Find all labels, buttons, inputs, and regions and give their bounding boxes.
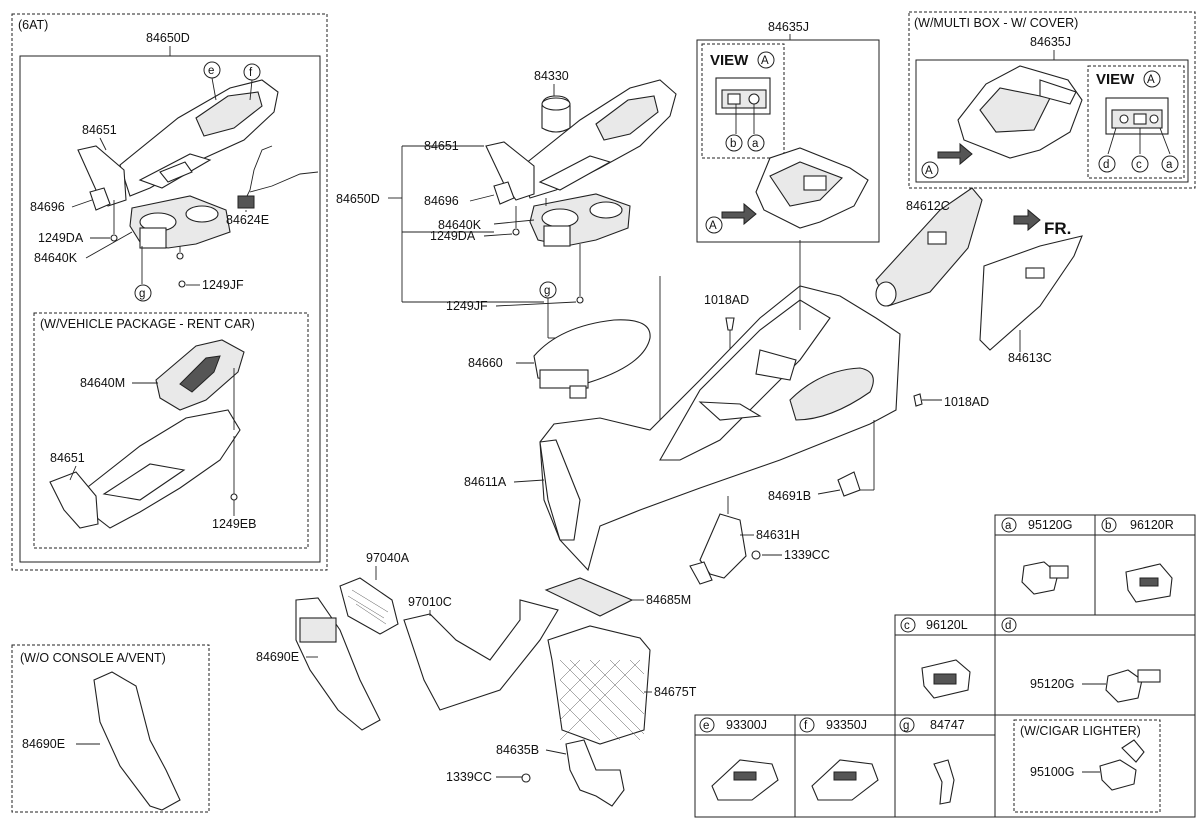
label-84624E-6at: 84624E (226, 213, 269, 227)
view-letter-multi: A (1147, 74, 1155, 86)
label-84650D-main: 84650D (336, 192, 380, 206)
callout-a-view: a (752, 138, 759, 150)
legend-part-d: 95120G (1030, 677, 1074, 691)
legend-key-f: f (804, 720, 808, 732)
legend-part-a: 95120G (1028, 518, 1072, 532)
label-84640M: 84640M (80, 376, 125, 390)
callout-e-6at: e (208, 65, 214, 77)
box-rent-car-title: (W/VEHICLE PACKAGE - RENT CAR) (40, 317, 255, 331)
view-title-main: VIEW (710, 52, 749, 69)
label-84330: 84330 (534, 69, 569, 83)
legend-part-e: 93300J (726, 718, 767, 732)
arrow-letter-main: A (709, 220, 717, 232)
legend-key-d: d (1005, 620, 1011, 632)
label-84640K-6at: 84640K (34, 251, 78, 265)
label-84651-rent: 84651 (50, 451, 85, 465)
label-84691B: 84691B (768, 489, 811, 503)
box-view-a: 84635J VIEW A b a A (696, 20, 880, 243)
box-multi-box-title: (W/MULTI BOX - W/ COVER) (914, 16, 1078, 30)
side-panel-84612C (875, 187, 983, 307)
legend-key-b: b (1105, 520, 1111, 532)
label-84635J-main: 84635J (768, 20, 809, 34)
label-1018AD-top: 1018AD (704, 293, 749, 307)
callout-c-multi: c (1136, 159, 1142, 171)
legend-part-b: 96120R (1130, 518, 1174, 532)
label-84635J-multi: 84635J (1030, 35, 1071, 49)
label-97010C: 97010C (408, 595, 452, 609)
box-multi-box: (W/MULTI BOX - W/ COVER) 84635J VIEW A d… (908, 11, 1196, 189)
label-84635B: 84635B (496, 743, 539, 757)
label-1339CC-b: 1339CC (446, 770, 492, 784)
callout-d-multi: d (1103, 159, 1109, 171)
label-1249JF-6at: 1249JF (202, 278, 244, 292)
legend-part-g: 84747 (930, 718, 965, 732)
label-1249EB: 1249EB (212, 517, 256, 531)
pad-84685M (544, 577, 634, 617)
legend-table: a 95120G b 96120R c 96120L d 95120G e 93… (694, 514, 1196, 818)
legend-key-c: c (904, 620, 910, 632)
callout-f-6at: f (249, 67, 253, 79)
box-no-vent: (W/O CONSOLE A/VENT) 84690E (11, 644, 210, 813)
label-1249DA-6at: 1249DA (38, 231, 84, 245)
label-84690E-main: 84690E (256, 650, 299, 664)
legend-sub-title: (W/CIGAR LIGHTER) (1020, 724, 1141, 738)
callout-g-main: g (544, 285, 550, 297)
side-cover-84613C (979, 235, 1083, 351)
armrest-lid (533, 319, 651, 385)
label-84612C: 84612C (906, 199, 950, 213)
box-6at: (6AT) 84650D 84651 84696 1249DA (11, 13, 328, 571)
label-84690E-novent: 84690E (22, 737, 65, 751)
label-84651-6at: 84651 (82, 123, 117, 137)
view-letter-main: A (761, 55, 769, 67)
label-84640K-main: 84640K (438, 218, 482, 232)
label-97040A: 97040A (366, 551, 410, 565)
bracket-84635B (565, 739, 625, 807)
box-6at-title: (6AT) (18, 18, 48, 32)
label-1249DA-main: 1249DA (430, 229, 476, 243)
label-84660: 84660 (468, 356, 503, 370)
label-1339CC-a: 1339CC (784, 548, 830, 562)
legend-key-g: g (903, 720, 909, 732)
view-title-multi: VIEW (1096, 71, 1135, 88)
label-84685M: 84685M (646, 593, 691, 607)
label-84696-main: 84696 (424, 194, 459, 208)
panel-84690E-novent (93, 671, 181, 811)
label-84650D-6at: 84650D (146, 31, 190, 45)
cigar-lighter-95100G (1099, 759, 1137, 791)
arrow-letter-multi: A (925, 165, 933, 177)
label-84631H: 84631H (756, 528, 800, 542)
label-84696-6at: 84696 (30, 200, 65, 214)
legend-part-c: 96120L (926, 618, 968, 632)
box-rent-car: (W/VEHICLE PACKAGE - RENT CAR) 84640M 84… (33, 312, 309, 549)
callout-b-view: b (730, 138, 736, 150)
socket-95120G-d (1105, 669, 1143, 703)
callout-g-6at: g (139, 288, 145, 300)
box-no-vent-title: (W/O CONSOLE A/VENT) (20, 651, 166, 665)
front-label: FR. (1044, 219, 1071, 238)
label-1018AD-right: 1018AD (944, 395, 989, 409)
legend-part-f: 93350J (826, 718, 867, 732)
label-1249JF-main: 1249JF (446, 299, 488, 313)
legend-key-e: e (703, 720, 709, 732)
legend-key-a: a (1005, 520, 1012, 532)
legend-part-d2: 95100G (1030, 765, 1074, 779)
bracket-84631H (699, 513, 747, 579)
main-assembly: 84330 84651 84696 84650D 1249DA 84640K (256, 69, 1083, 807)
label-84651-main: 84651 (424, 139, 459, 153)
duct-97010C (403, 599, 559, 711)
clip-84747 (933, 759, 955, 805)
label-84611A: 84611A (464, 475, 507, 489)
vent-97040A (339, 577, 399, 635)
callout-a-multi: a (1166, 159, 1173, 171)
socket-95120G (1021, 561, 1059, 595)
label-84613C: 84613C (1008, 351, 1052, 365)
label-84675T: 84675T (654, 685, 697, 699)
